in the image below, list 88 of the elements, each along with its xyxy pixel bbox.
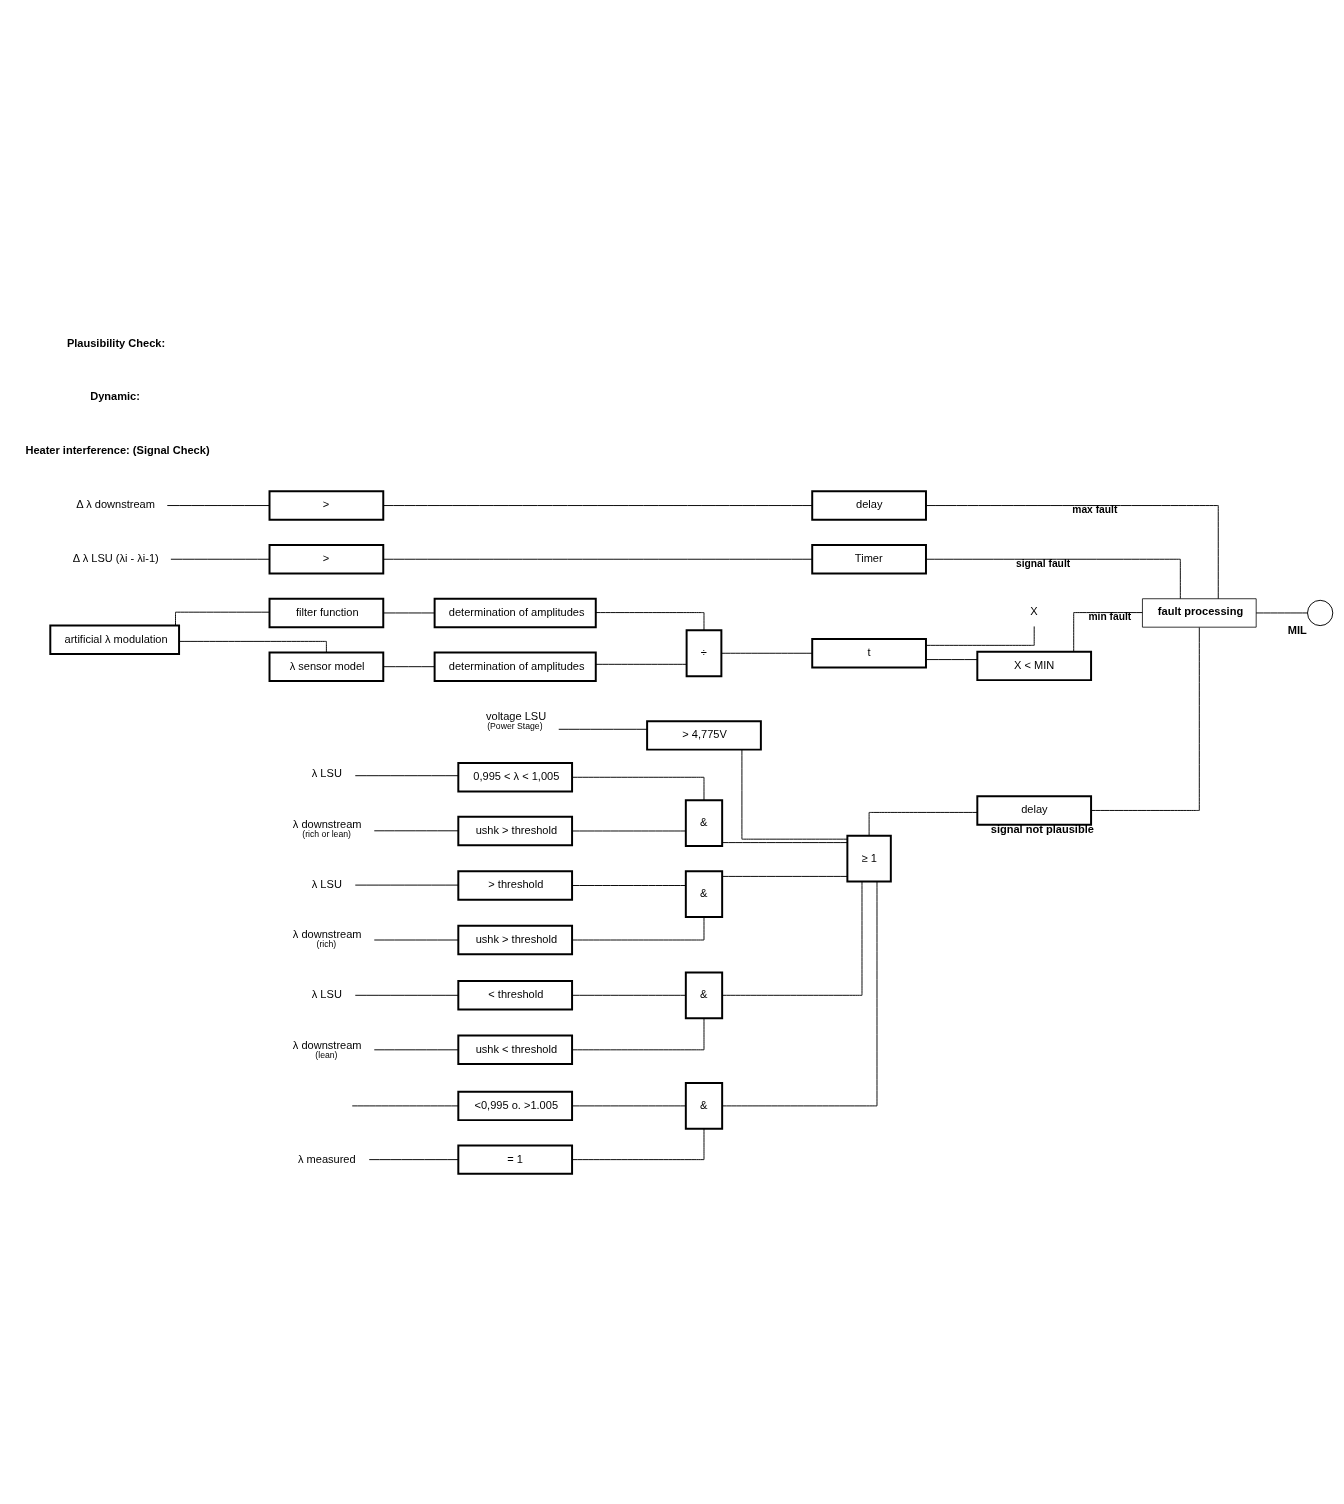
node-box: ÷ — [685, 629, 723, 678]
connector — [571, 1017, 705, 1051]
connector — [721, 875, 848, 877]
connector — [166, 505, 270, 506]
connector — [721, 881, 863, 996]
connector — [571, 916, 705, 941]
node-text: λ LSU — [311, 877, 342, 890]
node-text: λ downstream (lean) — [292, 1038, 362, 1060]
connector — [558, 728, 648, 730]
node-box: Timer — [811, 544, 927, 575]
node-box: < threshold — [457, 980, 574, 1011]
node-text: Δ λ LSU (λi - λi-1) — [72, 552, 159, 565]
connector — [354, 775, 459, 777]
connector — [373, 1049, 459, 1051]
node-box: & — [684, 799, 724, 847]
node-text: λ measured — [297, 1152, 356, 1165]
node-box: > — [268, 544, 385, 575]
node-box: delay — [976, 795, 1093, 826]
connector — [351, 1105, 459, 1107]
connector — [571, 1128, 705, 1161]
connector — [868, 811, 978, 836]
connector — [721, 842, 848, 844]
node-box: > threshold — [457, 870, 574, 901]
node-box: ushk > threshold — [457, 924, 574, 956]
node-box: filter function — [268, 597, 385, 629]
connector — [595, 612, 705, 631]
connector — [170, 558, 270, 560]
connector — [382, 612, 435, 614]
node-text: λ LSU — [311, 767, 342, 780]
node-circle — [1307, 599, 1334, 627]
connector — [721, 881, 878, 1107]
connector — [175, 611, 270, 626]
edge-label: min fault — [1088, 611, 1132, 622]
connector — [354, 884, 459, 886]
connector — [373, 830, 459, 832]
node-box: delay — [811, 490, 927, 521]
connector — [571, 830, 687, 832]
node-text: voltage LSU (Power Stage) — [485, 710, 547, 732]
connector — [925, 659, 978, 661]
label: Dynamic: — [90, 390, 140, 403]
node-box: & — [684, 870, 724, 919]
node-box: 0,995 < λ < 1,005 — [457, 762, 574, 793]
edge-label: signal fault — [1016, 557, 1071, 569]
connector — [1073, 612, 1143, 653]
connector — [571, 1105, 687, 1107]
connector — [571, 994, 687, 996]
connector — [721, 652, 813, 654]
node-text: Δ λ downstream — [76, 498, 155, 511]
node-box: <0,995 o. >1.005 — [457, 1090, 574, 1122]
node-text: λ downstream (rich) — [292, 928, 362, 950]
node-box: > 4,775V — [646, 720, 762, 751]
edge-label: max fault — [1072, 503, 1118, 515]
connector — [382, 558, 813, 560]
node-box: ushk > threshold — [457, 815, 574, 847]
node-box: fault processing — [1142, 598, 1257, 628]
node-box: X < MIN — [976, 650, 1093, 682]
node-box: determination of amplitudes — [433, 597, 597, 629]
connector — [382, 505, 813, 506]
connector — [925, 505, 1219, 600]
node-box: ≥ 1 — [846, 834, 892, 883]
label: Heater interference: (Signal Check) — [25, 443, 210, 456]
connector — [925, 625, 1035, 646]
node-text: λ LSU — [311, 988, 342, 1001]
connector — [354, 994, 459, 996]
connector — [741, 749, 848, 840]
connector — [1255, 612, 1308, 614]
node-box: determination of amplitudes — [433, 651, 597, 682]
node-box: t — [811, 638, 927, 669]
connector — [595, 663, 687, 665]
node-text: λ downstream (rich or lean) — [292, 817, 362, 839]
node-box: λ sensor model — [268, 651, 385, 682]
connector — [373, 939, 459, 941]
node-box: & — [684, 971, 724, 1020]
node-box: ushk < threshold — [457, 1034, 574, 1066]
label: Plausibility Check: — [66, 336, 166, 349]
node-box: & — [684, 1082, 724, 1130]
connector — [571, 885, 687, 886]
node-box: artificial λ modulation — [49, 624, 181, 656]
connector — [571, 776, 705, 801]
node-box: > — [268, 490, 385, 521]
node-text: X — [1030, 605, 1038, 618]
connector — [925, 558, 1181, 600]
connector — [1090, 627, 1200, 811]
node-label: MIL — [1287, 623, 1307, 636]
connector — [178, 640, 327, 653]
connector — [368, 1159, 459, 1161]
connector — [382, 666, 435, 668]
node-box: = 1 — [457, 1144, 574, 1175]
